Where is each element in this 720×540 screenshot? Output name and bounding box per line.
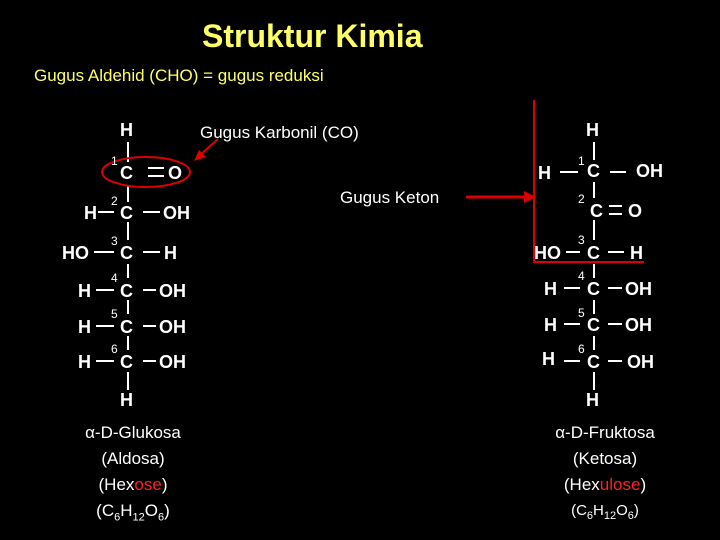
- glucose-c1-number: 1: [111, 154, 118, 168]
- keton-label: Gugus Keton: [340, 188, 440, 207]
- fructose-c3-right: H: [630, 243, 643, 263]
- fructose-c5-right: OH: [625, 315, 652, 335]
- carbonyl-highlight-ellipse: [101, 156, 191, 188]
- glucose-c2-left: H: [84, 203, 97, 223]
- fructose-c6-right: OH: [627, 352, 654, 372]
- glucose-c3-right: H: [164, 243, 177, 263]
- glucose-formula: (C6H12O6): [96, 501, 170, 524]
- glucose-bottom-h: H: [120, 390, 133, 410]
- fructose-c1-right: OH: [636, 161, 663, 181]
- fructose-c4-number: 4: [578, 269, 585, 283]
- fructose-bonds: [560, 142, 626, 390]
- fructose-c4-left: H: [544, 279, 557, 299]
- fructose-formula: (C6H12O6): [571, 502, 639, 522]
- fructose-c5: C: [587, 315, 600, 335]
- glucose-c5-left: H: [78, 317, 91, 337]
- fructose-c3-number: 3: [578, 233, 585, 247]
- glucose-class: (Aldosa): [101, 449, 165, 468]
- carbonyl-arrow-line: [199, 138, 219, 156]
- glucose-c3-number: 3: [111, 234, 118, 248]
- glucose-c4-right: OH: [159, 281, 186, 301]
- glucose-c5-right: OH: [159, 317, 186, 337]
- fructose-c6: C: [587, 352, 600, 372]
- fructose-c3-left: HO: [534, 243, 561, 263]
- fructose-c1-number: 1: [578, 154, 585, 168]
- glucose-c3: C: [120, 243, 133, 263]
- fructose-class: (Ketosa): [572, 449, 638, 468]
- fructose-c6-number: 6: [578, 342, 585, 356]
- fructose-c1: C: [587, 161, 600, 181]
- keton-arrow-head: [524, 191, 536, 203]
- carbonyl-arrow-head: [194, 150, 206, 161]
- glucose-c5-number: 5: [111, 307, 118, 321]
- fructose-c4-right: OH: [625, 279, 652, 299]
- glucose-top-h: H: [120, 120, 133, 140]
- fructose-type: (Hexulose): [563, 475, 647, 494]
- glucose-c2: C: [120, 203, 133, 223]
- slide-title: Struktur Kimia: [202, 18, 423, 54]
- fructose-c2-oxygen: O: [628, 201, 643, 221]
- glucose-type-suffix: ose: [134, 475, 162, 494]
- glucose-c4-number: 4: [111, 271, 118, 285]
- glucose-c4-left: H: [78, 281, 91, 301]
- glucose-type: (Hexose): [98, 475, 168, 494]
- glucose-caption: α-D-Glukosa (Aldosa) (Hexose) (C6H12O6): [40, 420, 226, 530]
- fructose-c2-number: 2: [578, 192, 585, 206]
- slide-subtitle: Gugus Aldehid (CHO) = gugus reduksi: [34, 66, 324, 85]
- fructose-c5-left: H: [544, 315, 557, 335]
- glucose-c2-number: 2: [111, 194, 118, 208]
- glucose-c2-right: OH: [163, 203, 190, 223]
- fructose-caption: α-D-Fruktosa (Ketosa) (Hexulose) (C6H12O…: [512, 420, 698, 529]
- glucose-c5: C: [120, 317, 133, 337]
- glucose-c4: C: [120, 281, 133, 301]
- fructose-c5-number: 5: [578, 306, 585, 320]
- carbonyl-label: Gugus Karbonil (CO): [200, 123, 359, 142]
- fructose-c1-left: H: [538, 163, 551, 183]
- keton-bracket: [533, 100, 644, 263]
- fructose-bottom-h: H: [586, 390, 599, 410]
- glucose-name: α-D-Glukosa: [85, 423, 181, 442]
- fructose-c3: C: [587, 243, 600, 263]
- glucose-c1-oxygen: O: [168, 163, 183, 183]
- glucose-c6-number: 6: [111, 342, 118, 356]
- fructose-c2: C: [590, 201, 603, 221]
- glucose-c1: C: [120, 163, 133, 183]
- glucose-c6: C: [120, 352, 133, 372]
- glucose-c6-right: OH: [159, 352, 186, 372]
- fructose-type-suffix: ulose: [599, 475, 641, 494]
- glucose-c6-left: H: [78, 352, 91, 372]
- fructose-top-h: H: [586, 120, 599, 140]
- fructose-c4: C: [587, 279, 600, 299]
- glucose-c3-left: HO: [62, 243, 89, 263]
- glucose-bonds: [94, 142, 164, 390]
- fructose-name: α-D-Fruktosa: [555, 423, 655, 442]
- fructose-c6-left: H: [542, 349, 555, 369]
